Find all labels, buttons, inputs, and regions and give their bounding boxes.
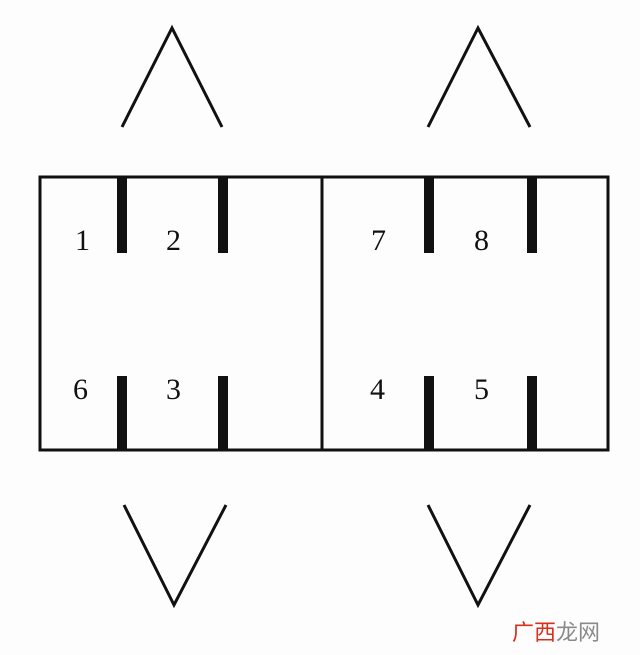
label-7: 7: [371, 224, 386, 257]
watermark-gray: 龙网: [556, 621, 600, 646]
label-1: 1: [75, 224, 90, 257]
label-8: 8: [474, 224, 489, 257]
bottom-left-chevron: [122, 504, 228, 609]
label-5: 5: [474, 373, 489, 406]
bottom-bar-3: [424, 376, 434, 450]
label-2: 2: [166, 224, 181, 257]
label-3: 3: [166, 373, 181, 406]
watermark-red: 广西: [512, 621, 556, 646]
outer-frame: [38, 175, 610, 452]
top-left-chevron: [120, 24, 224, 128]
bottom-bar-1: [117, 376, 127, 450]
label-6: 6: [73, 373, 88, 406]
bottom-bar-4: [527, 376, 537, 450]
bottom-bar-2: [218, 376, 228, 450]
top-right-chevron: [426, 24, 532, 128]
top-bar-3: [424, 177, 434, 253]
top-bar-1: [117, 177, 127, 253]
bottom-right-chevron: [426, 504, 532, 609]
label-4: 4: [370, 373, 385, 406]
top-bar-2: [218, 177, 228, 253]
watermark: 广西龙网: [512, 621, 600, 646]
top-bar-4: [527, 177, 537, 253]
